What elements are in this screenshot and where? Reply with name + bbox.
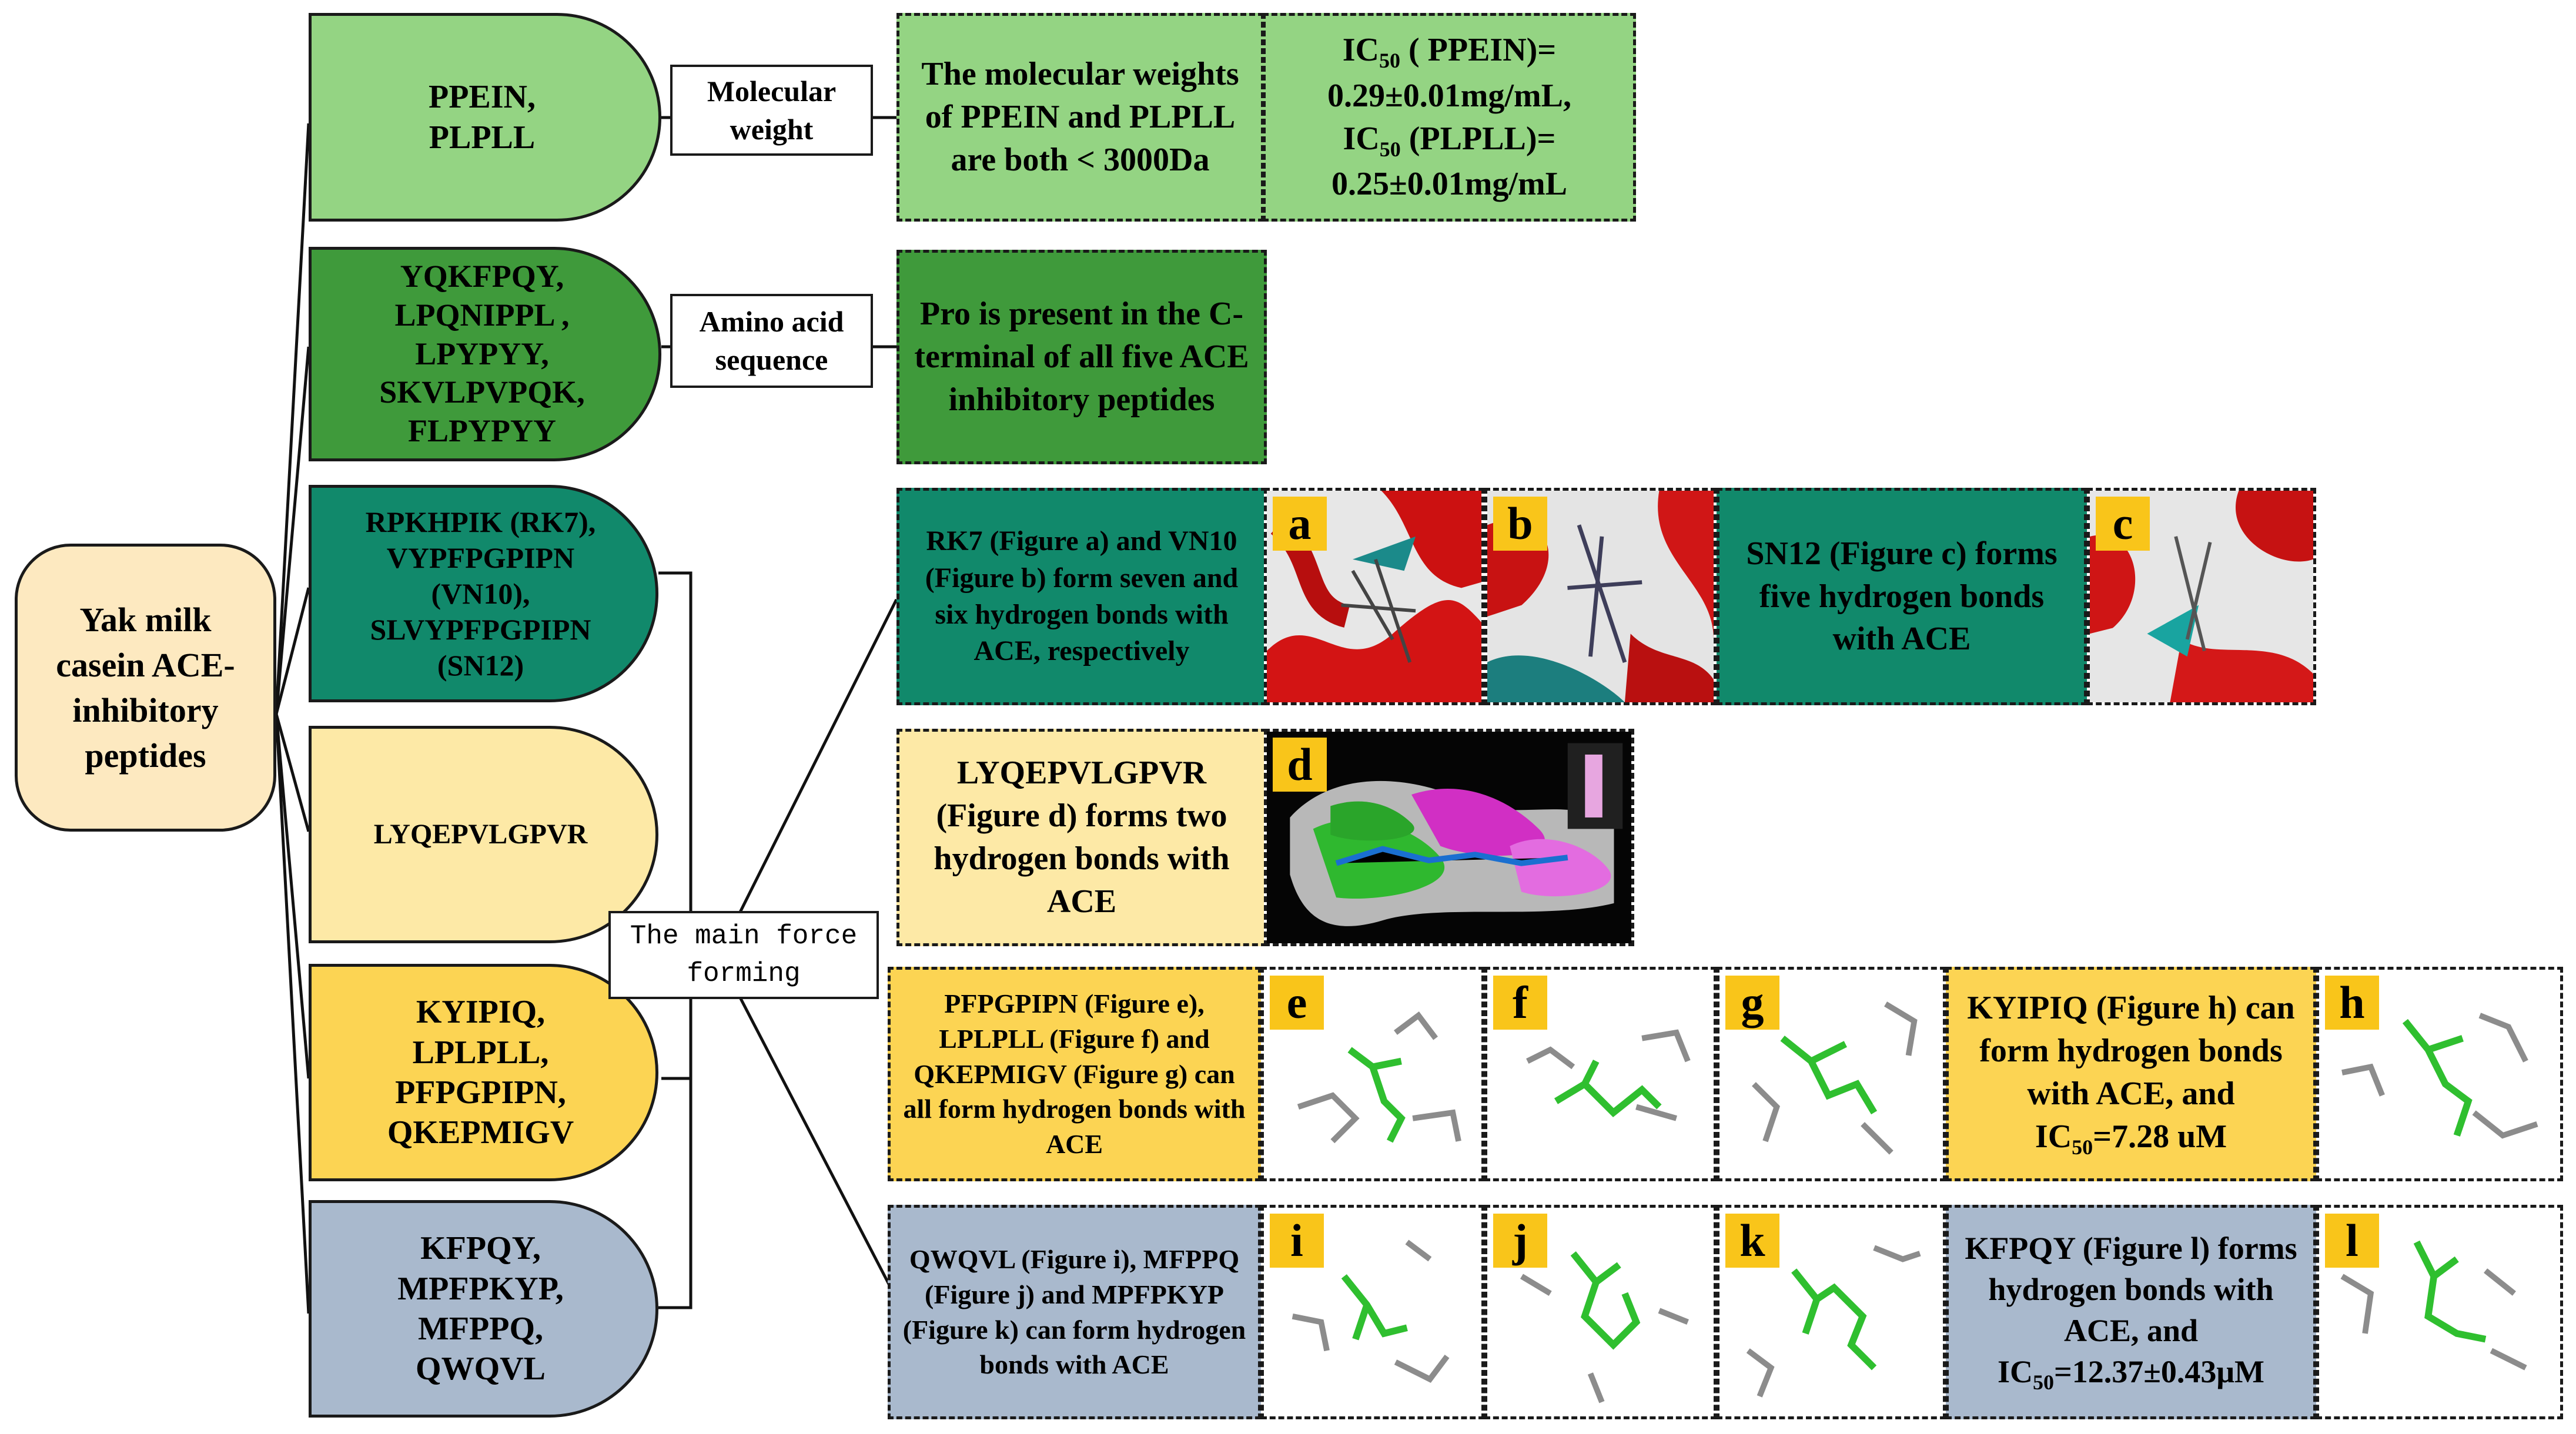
kfp-finding-box: KFPQY (Figure l) forms hydrogen bonds wi… [1946,1205,2316,1419]
category-kyipiq-group: KYIPIQ, LPLPLL, PFPGPIPN, QKEPMIGV [309,964,658,1181]
figure-f-panel: f [1484,967,1717,1181]
figure-letter: e [1270,976,1324,1030]
lyq-finding-box: LYQEPVLGPVR (Figure d) forms two hydroge… [896,729,1267,946]
figure-k-panel: k [1717,1205,1946,1419]
category-label: PPEIN, PLPLL [429,79,536,156]
sn12-finding-box: SN12 (Figure c) forms five hydrogen bond… [1717,488,2087,705]
category-sequence-peptides: YQKFPQY, LPQNIPPL , LPYPYY, SKVLPVPQK, F… [309,247,661,461]
figure-letter: h [2325,976,2379,1030]
figure-letter: f [1493,976,1547,1030]
figure-e-panel: e [1261,967,1484,1181]
figure-h-panel: h [2316,967,2563,1181]
category-mw-peptides: PPEIN, PLPLL [309,13,661,222]
main-force-label: The main force forming [608,911,879,999]
category-label: YQKFPQY, LPQNIPPL , LPYPYY, SKVLPVPQK, F… [379,258,585,449]
root-label: Yak milk casein ACE-inhibitory peptides [56,600,235,775]
category-label: LYQEPVLGPVR [373,818,588,850]
amino-acid-sequence-label: Amino acid sequence [670,294,873,388]
figure-letter: c [2096,497,2150,551]
figure-letter: b [1493,497,1547,551]
figure-c-panel: c [2087,488,2316,705]
pro-finding-box: Pro is present in the C-terminal of all … [896,250,1267,464]
figure-letter: k [1725,1214,1779,1268]
category-lyqepvlgpvr: LYQEPVLGPVR [309,726,658,943]
figure-b-panel: b [1484,488,1717,705]
figure-letter: j [1493,1214,1547,1268]
kyi-finding-box: KYIPIQ (Figure h) can form hydrogen bond… [1946,967,2316,1181]
figure-j-panel: j [1484,1205,1717,1419]
figure-letter: a [1273,497,1327,551]
pfp-finding-box: PFPGPIPN (Figure e), LPLPLL (Figure f) a… [888,967,1261,1181]
category-kfpqy-group: KFPQY, MPFPKYP, MFPPQ, QWQVL [309,1200,658,1418]
figure-g-panel: g [1717,967,1946,1181]
figure-letter: d [1273,738,1327,792]
molecular-weight-label: Molecular weight [670,65,873,156]
figure-letter: g [1725,976,1779,1030]
figure-i-panel: i [1261,1205,1484,1419]
qwq-finding-box: QWQVL (Figure i), MFPPQ (Figure j) and M… [888,1205,1261,1419]
category-label: RPKHPIK (RK7), VYPFPGPIPN (VN10), SLVYPF… [365,505,596,682]
category-label: KYIPIQ, LPLPLL, PFPGPIPN, QKEPMIGV [387,994,574,1151]
category-label: KFPQY, MPFPKYP, MFPPQ, QWQVL [397,1230,564,1388]
category-docking-peptides: RPKHPIK (RK7), VYPFPGPIPN (VN10), SLVYPF… [309,485,658,702]
figure-d-panel: d [1264,729,1634,946]
ic50-finding-box: IC50 ( PPEIN)= 0.29±0.01mg/mL, IC50 (PLP… [1263,13,1636,222]
figure-letter: i [1270,1214,1324,1268]
figure-letter: l [2325,1214,2379,1268]
figure-l-panel: l [2316,1205,2563,1419]
root-node: Yak milk casein ACE-inhibitory peptides [15,544,276,832]
figure-a-panel: a [1264,488,1484,705]
rk7-vn10-finding-box: RK7 (Figure a) and VN10 (Figure b) form … [896,488,1267,705]
mw-finding-box: The molecular weights of PPEIN and PLPLL… [896,13,1264,222]
